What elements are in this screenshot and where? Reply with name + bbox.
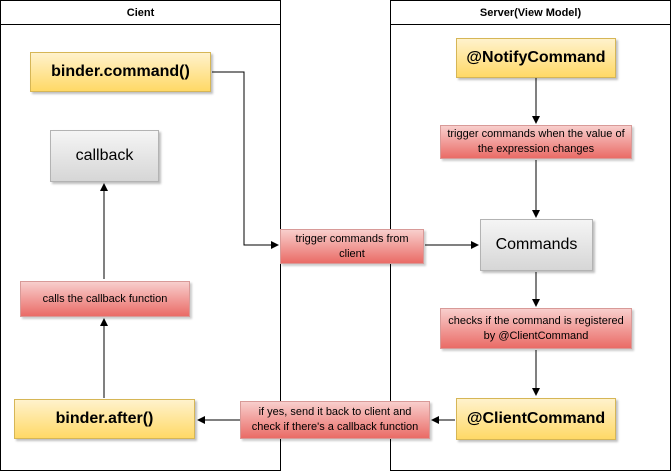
commands-node: Commands: [480, 219, 593, 271]
notify-command-node: @NotifyCommand: [456, 38, 616, 78]
server-lane-title: Server(View Model): [391, 1, 670, 25]
binder-after-node: binder.after(): [14, 399, 195, 439]
edge-binder-command-to-trigger: [212, 71, 279, 249]
trigger-when-changes-node: trigger commands when the value of the e…: [440, 125, 632, 159]
client-lane-title: Cient: [1, 1, 280, 25]
send-back-node: if yes, send it back to client and check…: [240, 401, 430, 439]
checks-registered-node: checks if the command is registered by @…: [440, 308, 632, 349]
calls-callback-node: calls the callback function: [20, 281, 190, 317]
binder-command-node: binder.command(): [30, 52, 211, 92]
client-command-node: @ClientCommand: [456, 398, 616, 440]
callback-node: callback: [50, 130, 159, 182]
trigger-from-client-node: trigger commands from client: [280, 229, 424, 264]
